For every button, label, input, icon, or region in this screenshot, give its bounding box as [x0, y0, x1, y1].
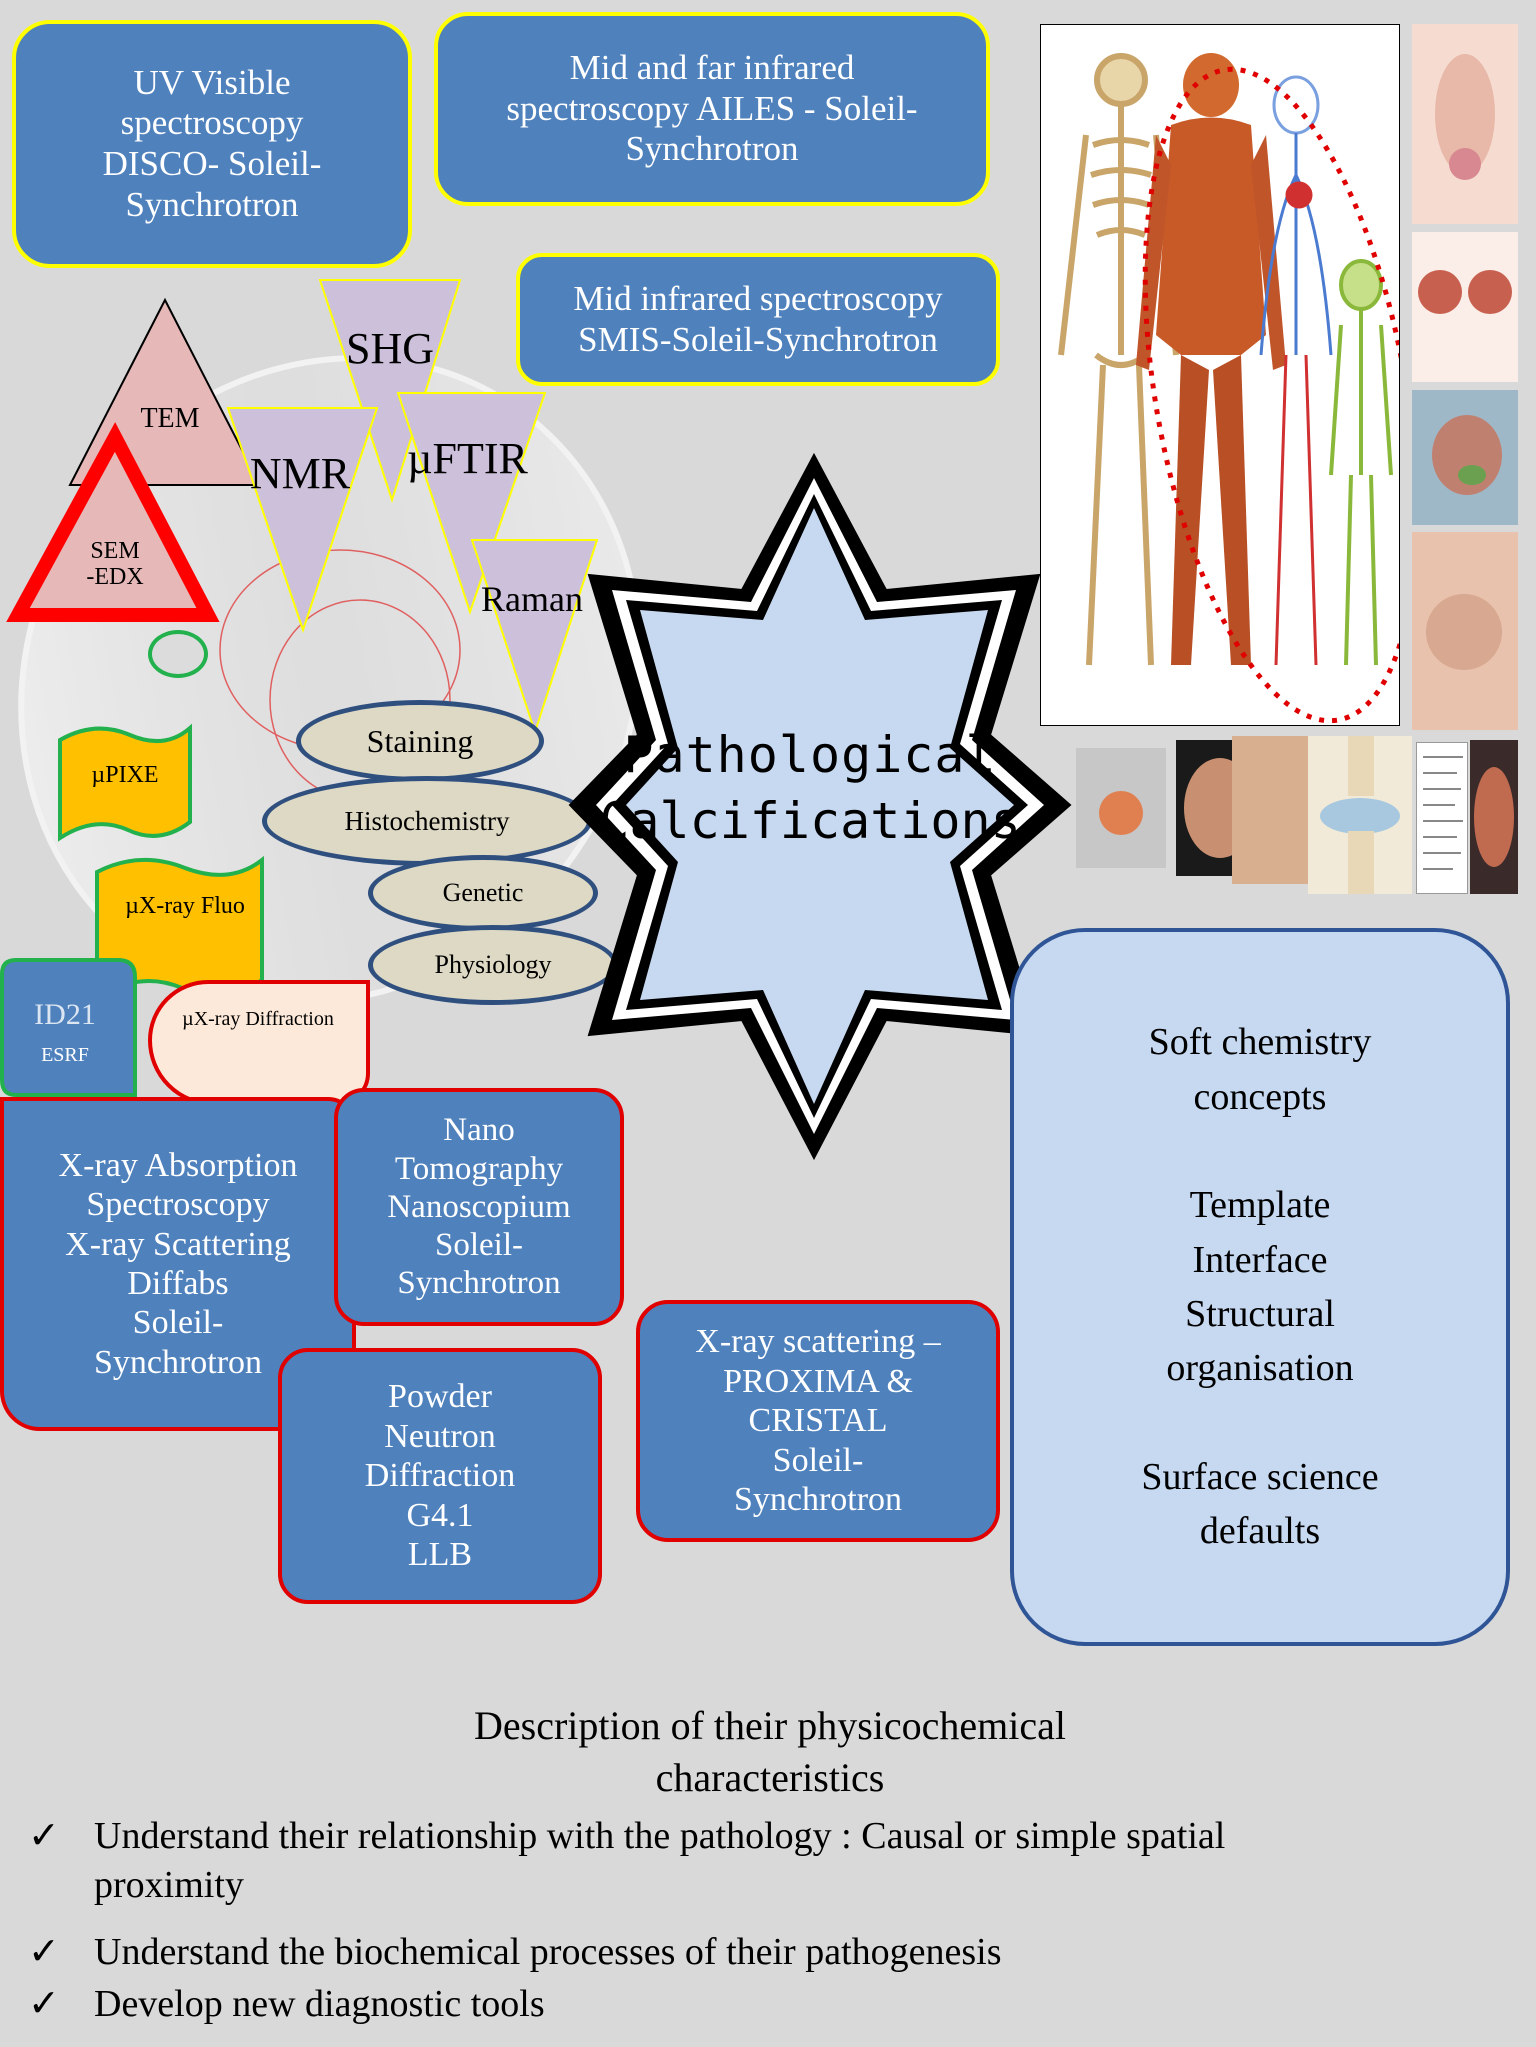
- liver-image: [1412, 390, 1518, 525]
- shg-label: SHG: [345, 324, 435, 373]
- physiology-ellipse: Physiology: [368, 925, 618, 1005]
- ailes-box: Mid and far infrared spectroscopy AILES …: [434, 12, 990, 206]
- prostate-image: [1412, 232, 1518, 382]
- staining-ellipse: Staining: [296, 700, 544, 782]
- check-icon: ✓: [28, 1815, 60, 1857]
- shg-triangle: [318, 279, 462, 504]
- histochemistry-ellipse: Histochemistry: [262, 776, 592, 866]
- lymphatic-figure: [1329, 259, 1393, 666]
- check-icon: ✓: [28, 1931, 60, 1973]
- triangles-layer: [6, 279, 599, 736]
- breast-image: [1412, 532, 1518, 730]
- muscle-figure: [1136, 53, 1286, 665]
- uv-visible-box: UV Visible spectroscopy DISCO- Soleil- S…: [12, 20, 412, 268]
- powder-neutron-box: Powder Neutron Diffraction G4.1 LLB: [278, 1348, 602, 1604]
- pathological-calcifications-star: [568, 452, 1072, 1161]
- uxray-diffraction-label: µX-ray Diffraction: [182, 1008, 334, 1030]
- bullet-2-text: Understand the biochemical processes of …: [94, 1931, 1002, 1973]
- vascular-figure: [1259, 75, 1333, 666]
- bullet-1-text: Understand their relationship with the p…: [94, 1815, 1226, 1907]
- green-circle: [148, 630, 208, 678]
- uftir-triangle: [396, 392, 547, 616]
- anatomy-image: [1040, 24, 1400, 726]
- flags-layer: [0, 723, 264, 1097]
- esrf-label: ESRF: [41, 1044, 89, 1066]
- upixe-label: µPIXE: [91, 762, 159, 788]
- table-lines: [1423, 756, 1463, 870]
- organ-cross-section-image: [1470, 740, 1518, 894]
- raman-triangle: [470, 539, 599, 736]
- check-icon: ✓: [28, 1983, 60, 2025]
- uxray-fluo-label: µX-ray Fluo: [125, 893, 245, 919]
- knee-joint-image: [1308, 736, 1412, 894]
- neck-thyroid-image: [1412, 24, 1518, 224]
- upixe-flag: [58, 723, 192, 842]
- proxima-cristal-box: X-ray scattering – PROXIMA & CRISTAL Sol…: [636, 1300, 1000, 1542]
- bullet-1: ✓ Understand their relationship with the…: [28, 1812, 1528, 1911]
- sem-edx-label: SEM -EDX: [86, 538, 144, 591]
- heart-valve-image: [1076, 748, 1166, 868]
- nano-tomography-box: Nano Tomography Nanoscopium Soleil- Sync…: [334, 1088, 624, 1326]
- id21-label: ID21: [34, 998, 96, 1031]
- smis-box: Mid infrared spectroscopy SMIS-Soleil-Sy…: [516, 253, 1000, 386]
- center-title-line1: Pathological: [623, 726, 997, 784]
- uftir-label: µFTIR: [407, 434, 528, 483]
- nmr-label: NMR: [249, 449, 351, 498]
- skin-image: [1232, 736, 1308, 884]
- bullet-2: ✓ Understand the biochemical processes o…: [28, 1928, 1528, 1977]
- sem-edx-triangle: [6, 422, 220, 622]
- bullet-3-text: Develop new diagnostic tools: [94, 1983, 545, 2025]
- tem-label: TEM: [140, 403, 200, 434]
- bottom-heading: Description of their physicochemical cha…: [473, 1703, 1067, 1800]
- raman-label: Raman: [481, 579, 583, 619]
- bullet-3: ✓ Develop new diagnostic tools: [28, 1980, 1528, 2029]
- id21-box: [0, 958, 137, 1097]
- soft-chemistry-box: Soft chemistry concepts Template Interfa…: [1010, 928, 1510, 1646]
- nmr-triangle: [226, 407, 379, 634]
- uxray-diffraction-shape: [148, 980, 370, 1106]
- center-title-line2: Calcifications: [599, 792, 1021, 850]
- table-image: [1416, 742, 1468, 894]
